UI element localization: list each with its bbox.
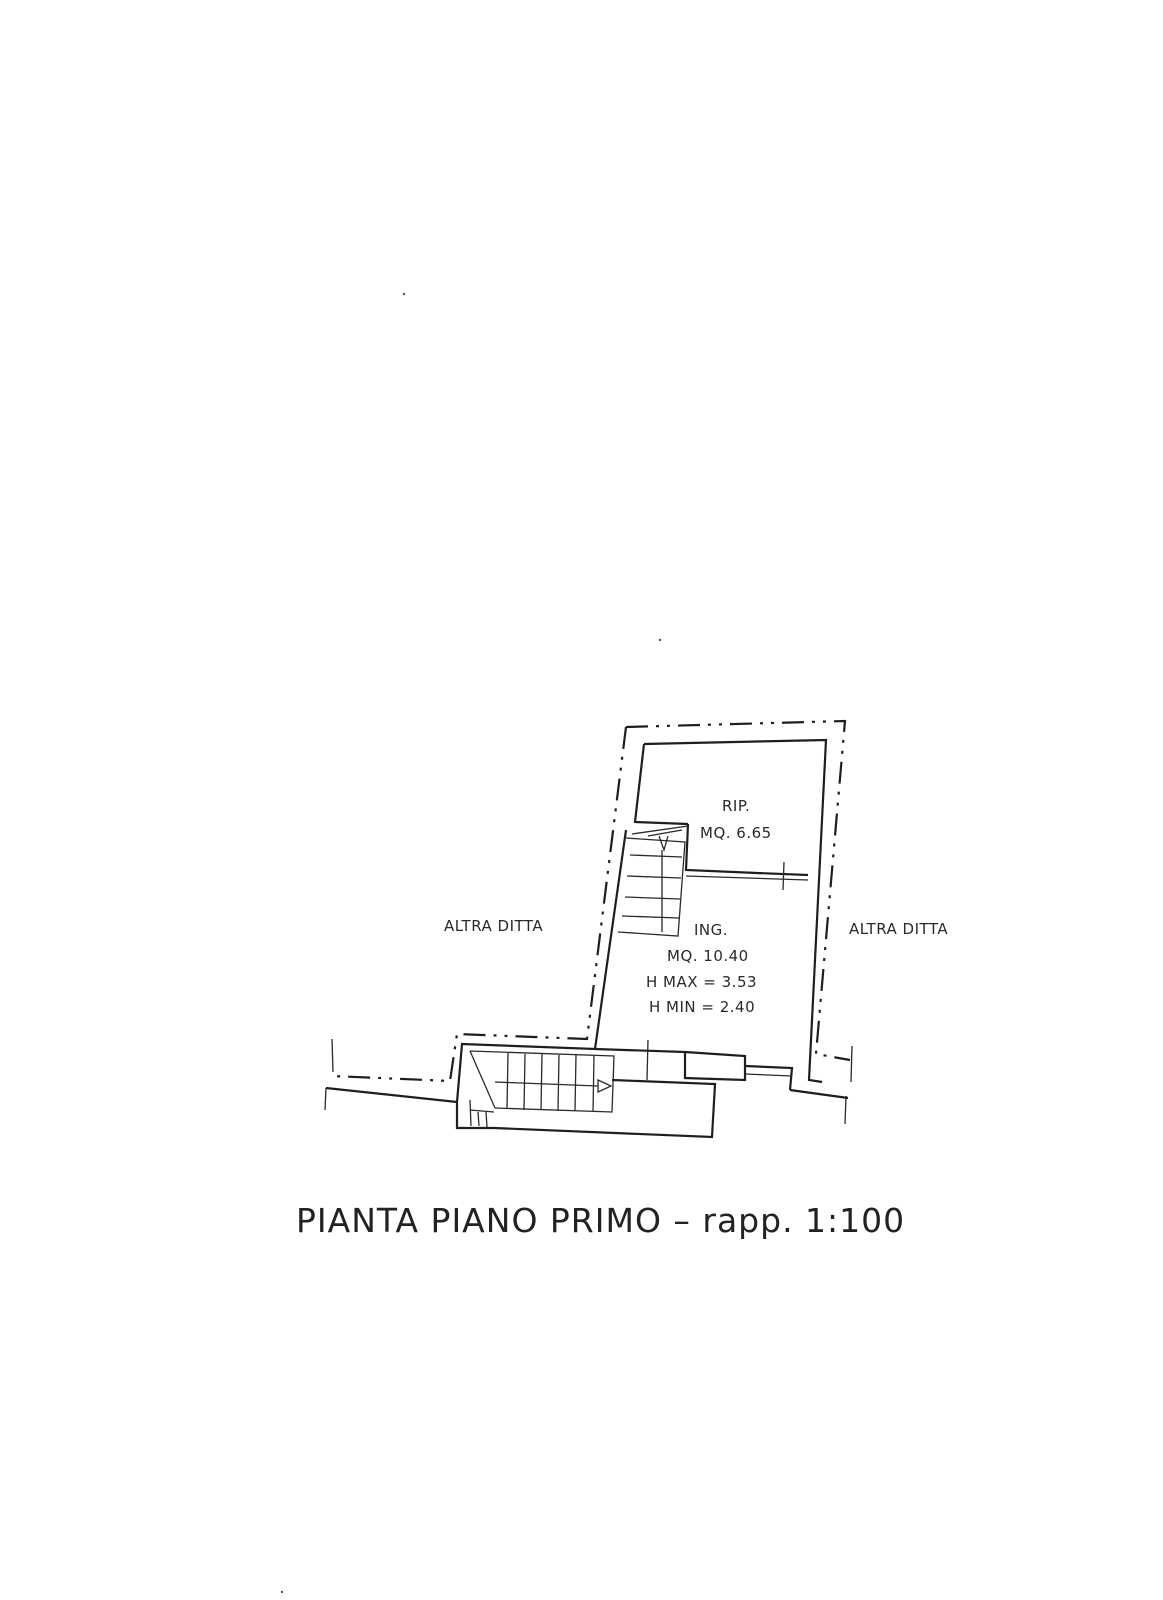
room-height-min: H MIN = 2.40 [649,998,755,1016]
lower-stair [469,1050,615,1128]
room-name: ING. [694,921,728,939]
scan-speck [280,1590,284,1594]
room-height-max: H MAX = 3.53 [646,973,757,991]
room-area: MQ. 10.40 [667,947,749,965]
scan-speck [402,292,406,296]
drawing-title: PIANTA PIANO PRIMO – rapp. 1:100 [296,1201,905,1240]
room-ripostiglio: RIP. MQ. 6.65 [700,797,772,842]
scan-speck [658,638,662,642]
room-name: RIP. [722,797,750,815]
property-boundary [324,719,853,1125]
room-area: MQ. 6.65 [700,824,772,842]
building-walls [325,738,849,1139]
upper-stair [617,825,689,937]
neighbor-label-left: ALTRA DITTA [444,917,543,935]
neighbor-label-right: ALTRA DITTA [849,920,948,938]
room-ingresso: ING. MQ. 10.40 H MAX = 3.53 H MIN = 2.40 [646,921,757,1016]
